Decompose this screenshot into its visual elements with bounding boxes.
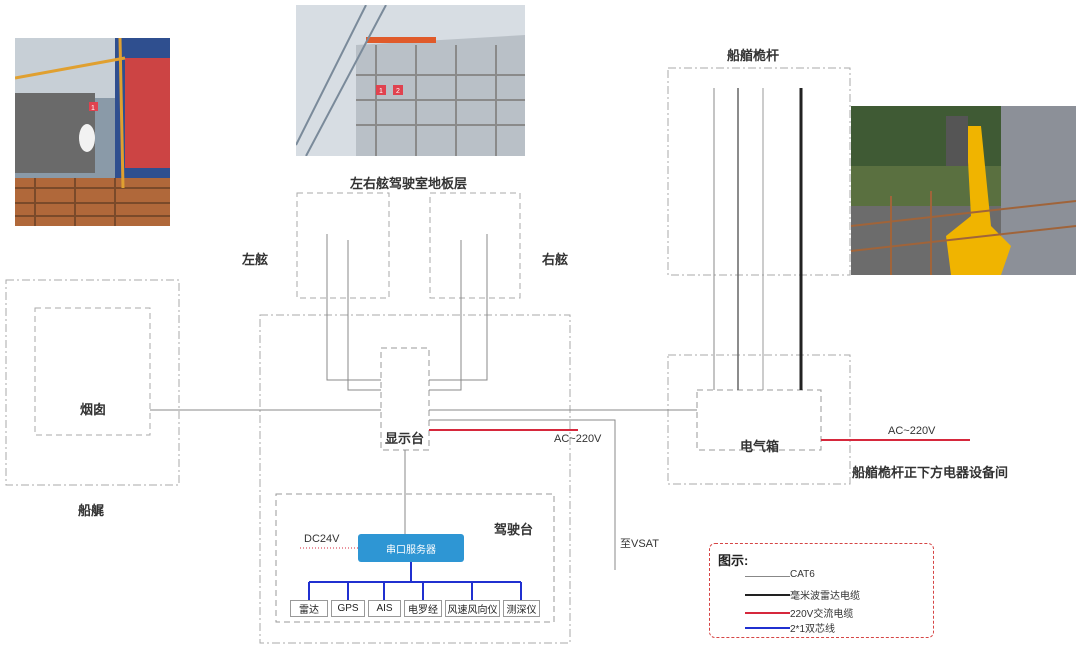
starboard-box bbox=[429, 192, 521, 299]
photo-marker-2: 2 bbox=[396, 88, 400, 95]
legend-swatch-twin-core bbox=[745, 627, 790, 629]
bridge-photo: 1 2 bbox=[296, 5, 525, 156]
starboard-cat6-lines bbox=[429, 234, 488, 391]
port-box bbox=[296, 192, 390, 299]
legend-text-twin-core: 2*1双芯线 bbox=[790, 624, 836, 635]
stern-label: 船艉 bbox=[78, 503, 105, 518]
chimney-label: 烟囱 bbox=[80, 402, 107, 417]
bridge-console-label: 驾驶台 bbox=[494, 522, 534, 537]
legend: 图示: CAT6 毫米波雷达电缆 220V交流电缆 2*1双芯线 bbox=[709, 543, 934, 638]
electrical-ac-label: AC~220V bbox=[888, 425, 936, 437]
legend-swatch-radar bbox=[745, 594, 790, 596]
stern-outer-box bbox=[5, 279, 180, 486]
vsat-cat6-line bbox=[429, 419, 616, 570]
legend-text-radar: 毫米波雷达电缆 bbox=[790, 591, 860, 602]
legend-text-ac: 220V交流电缆 bbox=[790, 609, 854, 620]
serial-server: 串口服务器 bbox=[358, 534, 464, 562]
device-ais: AIS bbox=[368, 600, 401, 617]
legend-swatch-ac bbox=[745, 612, 790, 614]
legend-item-twin-core: 2*1双芯线 bbox=[745, 620, 925, 635]
electrical-room-label: 船艏桅杆正下方电器设备间 bbox=[852, 465, 1009, 480]
legend-item-ac: 220V交流电缆 bbox=[745, 605, 925, 620]
device-anemometer: 风速风向仪 bbox=[445, 600, 500, 617]
electrical-box bbox=[696, 389, 822, 451]
stern-photo: 1 bbox=[15, 38, 170, 226]
foremast-label: 船艏桅杆 bbox=[727, 48, 780, 63]
port-label: 左舷 bbox=[242, 252, 269, 267]
foremast-box bbox=[667, 67, 851, 276]
port-cat6-lines bbox=[326, 234, 381, 391]
legend-item-radar: 毫米波雷达电缆 bbox=[745, 587, 925, 602]
bridge-floor-label: 左右舷驾驶室地板层 bbox=[350, 176, 468, 191]
legend-text-cat6: CAT6 bbox=[790, 569, 815, 580]
photo-marker-1b: 1 bbox=[379, 88, 383, 95]
bridge-console-box bbox=[275, 493, 555, 623]
legend-swatch-cat6 bbox=[745, 576, 790, 577]
display-ac-label: AC~220V bbox=[554, 433, 602, 445]
starboard-label: 右舷 bbox=[542, 252, 569, 267]
legend-item-cat6: CAT6 bbox=[745, 569, 925, 583]
chimney-box bbox=[34, 307, 151, 436]
vsat-label: 至VSAT bbox=[620, 538, 659, 550]
legend-title: 图示: bbox=[718, 553, 749, 568]
photo-marker-1: 1 bbox=[91, 105, 95, 112]
device-radar: 雷达 bbox=[290, 600, 328, 617]
device-gyrocompass: 电罗经 bbox=[404, 600, 442, 617]
electrical-box-label: 电气箱 bbox=[740, 439, 780, 454]
foremast-lines bbox=[713, 88, 803, 390]
bridge-outer-box bbox=[259, 314, 571, 644]
twin-core-bus bbox=[308, 562, 522, 600]
display-console-label: 显示台 bbox=[385, 431, 425, 446]
foremast-photo bbox=[851, 106, 1076, 275]
device-gps: GPS bbox=[331, 600, 365, 617]
dc24v-label: DC24V bbox=[304, 533, 340, 545]
electrical-room-box bbox=[667, 354, 851, 485]
device-echo-sounder: 测深仪 bbox=[503, 600, 540, 617]
